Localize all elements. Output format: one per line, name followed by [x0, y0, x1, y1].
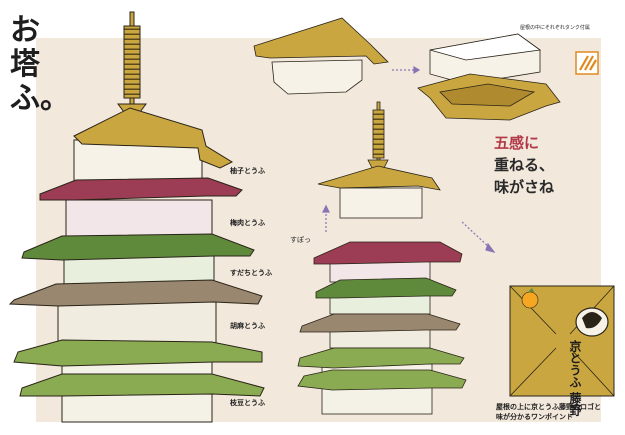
- tofu-block: [429, 33, 542, 85]
- logo-text: 京とうふ 藤野: [568, 340, 582, 417]
- flavor-label-edamame: 枝豆とうふ: [230, 398, 265, 407]
- flavor-label-ume: 梅肉とうふ: [230, 218, 265, 227]
- roof-top-view: [509, 285, 615, 397]
- tagline: 五感に 重ねる、 味がさね: [494, 132, 584, 198]
- logo-note-line-2: 味が分かるワンポイント: [496, 412, 573, 421]
- tank-label: 屋根の中にそれぞれタンク付属: [520, 25, 590, 31]
- tagline-line-3: 味がさね: [494, 178, 555, 196]
- tank-icon: [575, 51, 599, 75]
- logo-note-line-1: 屋根の上に京とうふ藤野のロゴと: [496, 402, 601, 411]
- big-pagoda: [8, 11, 265, 423]
- insert-label: すぽっ: [290, 236, 311, 244]
- logo-note: 屋根の上に京とうふ藤野のロゴと 味が分かるワンポイント: [496, 402, 616, 422]
- small-pagoda: [297, 101, 467, 415]
- flavor-label-goma: 胡麻とうふ: [230, 321, 265, 330]
- flavor-label-yuzu: 柚子とうふ: [230, 166, 265, 175]
- roof-tray: [417, 73, 561, 121]
- tagline-line-2: 重ねる、: [494, 156, 555, 174]
- tagline-line-1: 五感に: [494, 134, 540, 152]
- page-title: お塔ふ。: [10, 13, 70, 116]
- arrows: [322, 65, 496, 253]
- flavor-label-sudachi: すだちとうふ: [230, 268, 272, 277]
- roof-piece: [253, 17, 389, 95]
